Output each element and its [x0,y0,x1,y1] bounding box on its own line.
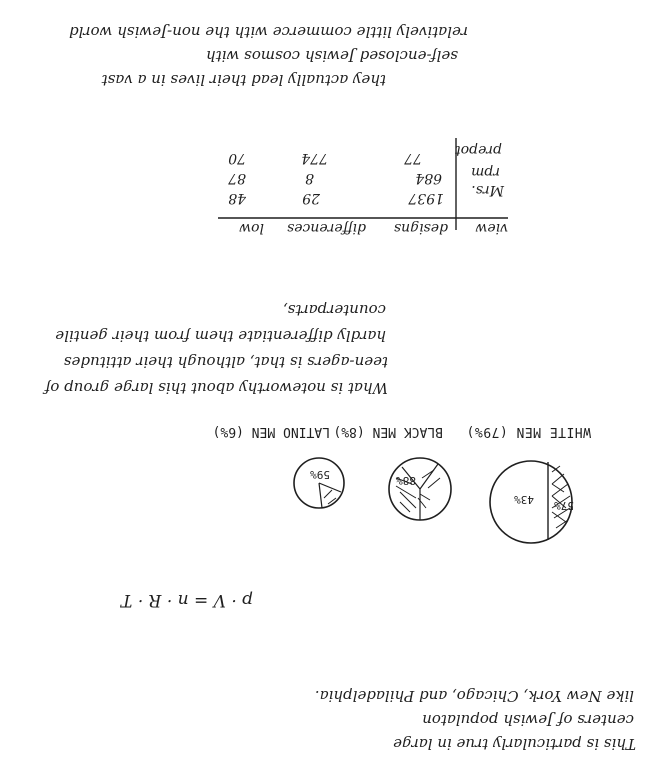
table-cell: Mrs. [471,182,504,198]
pie-black-men [388,457,452,521]
pie-latino-slice: 59% [310,468,330,481]
pie-white-men [489,460,573,544]
table-cell: rpm [471,164,500,180]
note-line: self-enclosed Jewish cosmos with [206,47,458,65]
note-line: counterparts, [282,301,386,319]
note-line: teen-agers is that, although their attit… [63,353,388,371]
table-header: low [239,220,264,236]
pie-white-slice-a: 57% [554,499,574,512]
table-cell: prepot [455,142,502,158]
table-header: differences [287,220,366,236]
table-header: designs [393,220,448,236]
pie-caption-white: WHITE MEN (79%) [466,424,591,439]
table-cell: 774 [301,150,328,166]
note-line: they actually lead their lives in a vast [101,71,386,89]
table-cell: 70 [228,150,246,166]
note-line: relatively little commerce with the non-… [68,23,468,41]
pie-latino-men [293,457,345,509]
table-cell: 684 [415,170,442,186]
pie-caption-latino: LATINO MEN (6%) [212,424,330,439]
table-cell: 8 [305,170,314,186]
pie-white-slice-b: 43% [514,493,534,506]
note-line: hardly differentiate them from their gen… [55,327,386,345]
table-cell: 48 [228,190,246,206]
table-cell: 77 [404,150,422,166]
table-header: view [475,220,508,236]
pie-caption-black: BLACK MEN (8%) [333,424,443,439]
pie-black-slice: 88% [396,474,416,487]
table-cell: 29 [302,190,320,206]
table-rules [218,138,508,230]
table-cell: 87 [228,170,246,186]
table-cell: 1937 [408,190,444,206]
note-line: What is noteworthy about this large grou… [44,379,388,397]
